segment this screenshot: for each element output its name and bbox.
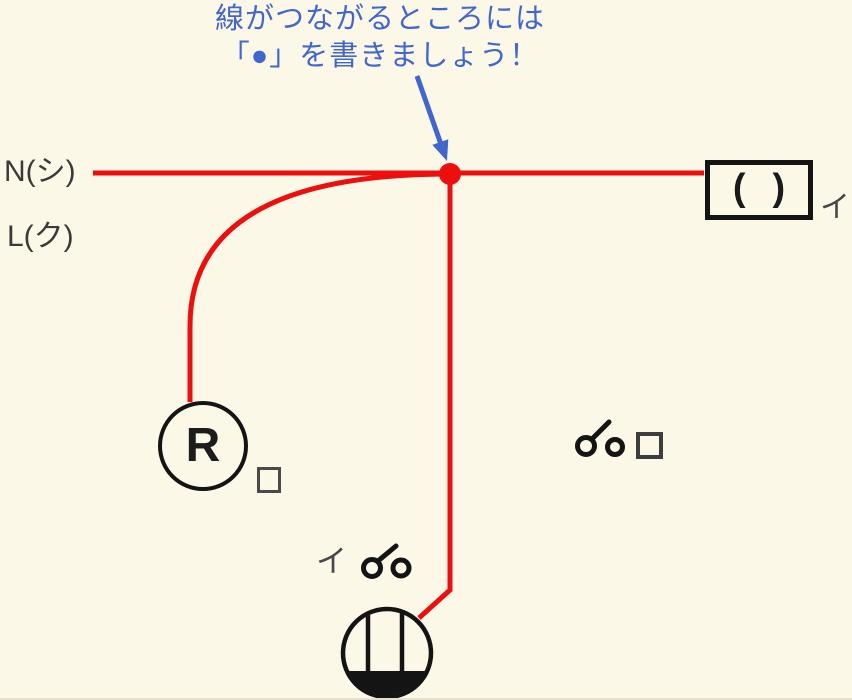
instruction-note: 線がつながるところには 「●」を書きましょう！ bbox=[120, 1, 640, 75]
lamp-receptacle-letter: R bbox=[185, 419, 221, 472]
switch-contact-circle bbox=[390, 557, 412, 579]
instruction-line-1: 線がつながるところには bbox=[214, 3, 545, 35]
switch-contact-circle bbox=[575, 435, 597, 457]
terminal-label-neutral: N(シ) bbox=[4, 155, 76, 188]
instruction-line-2: 「●」を書きましょう！ bbox=[220, 40, 540, 72]
lamp-receptacle-symbol: R bbox=[158, 401, 248, 491]
wire-branch-to-lamp bbox=[187, 171, 451, 402]
box-fixture-symbol: ( ) bbox=[705, 160, 813, 220]
switch-lever bbox=[589, 419, 612, 442]
connection-square-switch bbox=[636, 432, 663, 459]
wire-branch-to-ceiling bbox=[417, 174, 453, 620]
box-circuit-label: イ bbox=[820, 191, 850, 224]
switch-circuit-label: イ bbox=[316, 544, 347, 579]
ceiling-rosette-outline bbox=[340, 606, 434, 700]
pointer-arrow-icon bbox=[414, 75, 449, 161]
switch-symbol-bottom-icon bbox=[361, 543, 412, 579]
paren-close: ) bbox=[772, 167, 786, 209]
switch-symbol-mid-icon bbox=[575, 419, 625, 457]
switch-contact-circle bbox=[605, 437, 625, 457]
ceiling-rosette-icon bbox=[340, 606, 434, 700]
switch-lever bbox=[375, 543, 399, 564]
arrow-head bbox=[432, 139, 449, 161]
paren-open: ( bbox=[732, 167, 746, 209]
red-wires bbox=[93, 163, 704, 620]
arrow-shaft bbox=[414, 75, 446, 151]
switch-contact-circle bbox=[361, 557, 383, 579]
terminal-label-live: L(ク) bbox=[7, 220, 74, 253]
canvas-bottom-edge bbox=[0, 698, 852, 700]
junction-dot-icon bbox=[439, 163, 461, 185]
connection-square-lamp bbox=[257, 467, 281, 493]
